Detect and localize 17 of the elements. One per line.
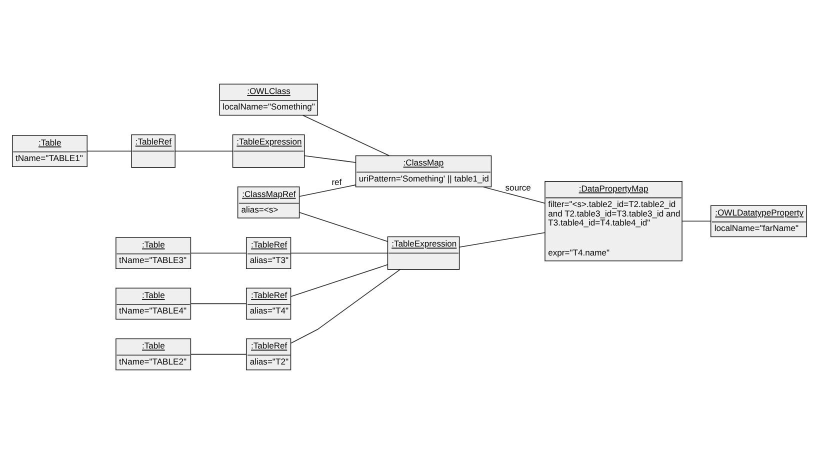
- connector: [290, 269, 401, 344]
- connector: [299, 184, 356, 197]
- connector: [302, 115, 390, 156]
- connector: [190, 303, 247, 304]
- connector: [174, 150, 234, 152]
- connector: [483, 186, 546, 204]
- edge-label: ref: [332, 177, 342, 188]
- connector: [459, 232, 546, 248]
- connector: [682, 220, 712, 222]
- connector: [86, 150, 132, 152]
- connector: [290, 264, 388, 297]
- connector: [290, 252, 388, 254]
- connector: [190, 252, 247, 254]
- edge-label: source: [505, 182, 531, 193]
- connector: [299, 212, 388, 242]
- connector: [304, 155, 356, 163]
- connector: [190, 354, 247, 355]
